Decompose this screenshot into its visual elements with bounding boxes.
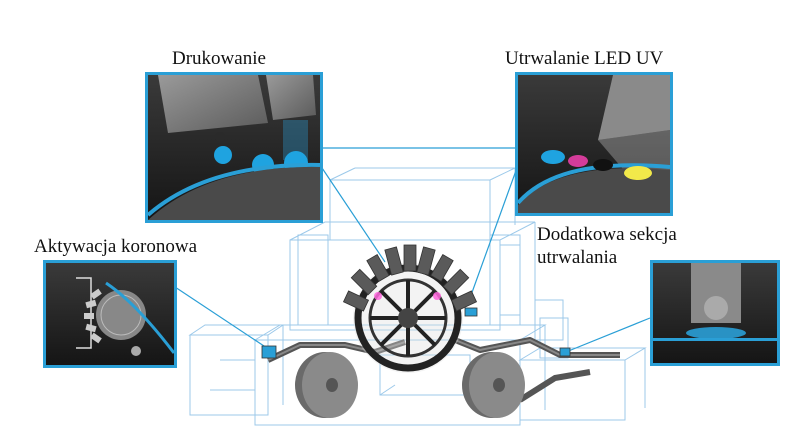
- printing-closeup: [148, 75, 320, 220]
- label-extra-curing-line1: Dodatkowa sekcja: [537, 224, 677, 245]
- label-corona: Aktywacja koronowa: [34, 236, 198, 257]
- label-extra-curing-line2: utrwalania: [537, 247, 618, 268]
- extra-curing-closeup: [653, 263, 777, 363]
- inset-printing: [145, 72, 323, 223]
- corona-closeup: [46, 263, 174, 365]
- label-uv-curing: Utrwalanie LED UV: [505, 48, 664, 69]
- inset-extra-curing: [650, 260, 780, 366]
- inset-uv-curing: [515, 72, 673, 216]
- inset-corona: [43, 260, 177, 368]
- uv-curing-closeup: [518, 75, 670, 213]
- label-printing: Drukowanie: [172, 48, 266, 69]
